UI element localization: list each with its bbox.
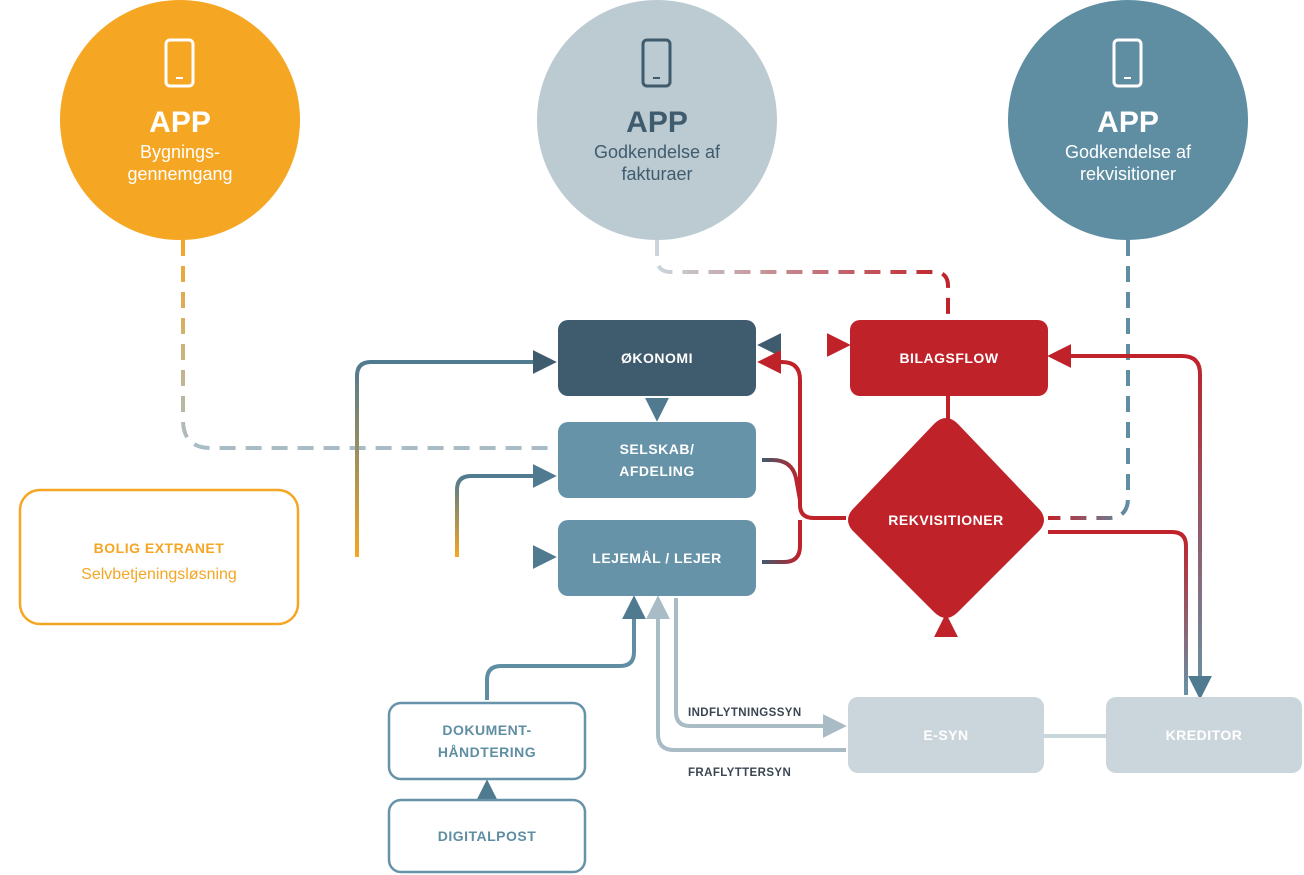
- node-label-line1: BOLIG EXTRANET: [94, 540, 225, 556]
- app-title: APP: [1097, 106, 1159, 139]
- edge-label-fraflyttersyn: FRAFLYTTERSYN: [688, 767, 791, 779]
- node-label: LEJEMÅL / LEJER: [592, 550, 721, 566]
- node-label: ØKONOMI: [621, 350, 693, 366]
- node-label: BILAGSFLOW: [899, 350, 998, 366]
- app-title: APP: [149, 106, 211, 139]
- dashed-connector-bygning: [181, 240, 556, 450]
- app-subtitle-line1: Godkendelse af: [594, 142, 721, 162]
- dashed-connector-rekvisitioner: [1048, 240, 1130, 520]
- app-subtitle-line2: gennemgang: [127, 164, 232, 184]
- app-title: APP: [626, 106, 688, 139]
- smartphone-icon: [641, 38, 672, 88]
- node-kreditor: KREDITOR: [1106, 697, 1302, 773]
- app-subtitle-line2: fakturaer: [621, 164, 692, 184]
- connector-esyn-lejemal-fraflytter: [646, 595, 846, 752]
- connectors: [181, 240, 1212, 804]
- connector-okonomi-rekvisitioner: [757, 350, 846, 520]
- connector-lejemal-rekvisitioner: [762, 520, 802, 564]
- dashed-connector-fakturaer: [655, 240, 950, 318]
- node-bolig-extranet: BOLIG EXTRANET Selvbetjeningsløsning: [18, 488, 300, 626]
- node-lejemal-lejer: LEJEMÅL / LEJER: [558, 520, 756, 596]
- node-label: E-SYN: [923, 727, 968, 743]
- app-circle-fakturaer: APP Godkendelse af fakturaer: [537, 0, 777, 240]
- node-selskab-afdeling: SELSKAB/ AFDELING: [558, 422, 756, 498]
- connector-lejemal-esyn-indflytning: [674, 598, 847, 738]
- node-e-syn: E-SYN: [848, 697, 1044, 773]
- app-circle-rekvisitioner: APP Godkendelse af rekvisitioner: [1008, 0, 1248, 240]
- node-label-line2: AFDELING: [619, 463, 695, 479]
- connector-bolig-selskab: [455, 464, 557, 557]
- node-label-line1: SELSKAB/: [620, 441, 695, 457]
- node-label: REKVISITIONER: [888, 512, 1003, 528]
- app-circle-bygning: APP Bygnings- gennemgang: [60, 0, 300, 240]
- smartphone-icon: [1112, 38, 1143, 88]
- connector-rekvisitioner-kreditor: [1048, 530, 1188, 695]
- app-subtitle-line1: Godkendelse af: [1065, 142, 1192, 162]
- connector-kreditor-bilagsflow: [1047, 344, 1212, 700]
- node-label-line1: DOKUMENT-: [442, 722, 531, 738]
- node-okonomi: ØKONOMI: [558, 320, 756, 396]
- node-label-line2: HÅNDTERING: [438, 744, 536, 760]
- node-rekvisitioner: REKVISITIONER: [848, 418, 1044, 618]
- node-label: DIGITALPOST: [438, 828, 537, 844]
- edge-label-indflytningssyn: INDFLYTNINGSSYN: [688, 707, 802, 719]
- node-label-line2: Selvbetjeningsløsning: [81, 566, 237, 583]
- node-dokument-handtering: DOKUMENT- HÅNDTERING: [387, 701, 587, 781]
- connector-bolig-okonomi: [355, 350, 557, 557]
- connector-dokument-lejemal: [485, 595, 646, 700]
- node-bilagsflow: BILAGSFLOW: [850, 320, 1048, 396]
- node-digitalpost: DIGITALPOST: [387, 798, 587, 874]
- app-subtitle-line1: Bygnings-: [140, 142, 220, 162]
- smartphone-icon: [164, 38, 195, 88]
- node-label: KREDITOR: [1166, 727, 1243, 743]
- connector-selskab-rekvisitioner: [762, 458, 802, 501]
- app-subtitle-line2: rekvisitioner: [1080, 164, 1176, 184]
